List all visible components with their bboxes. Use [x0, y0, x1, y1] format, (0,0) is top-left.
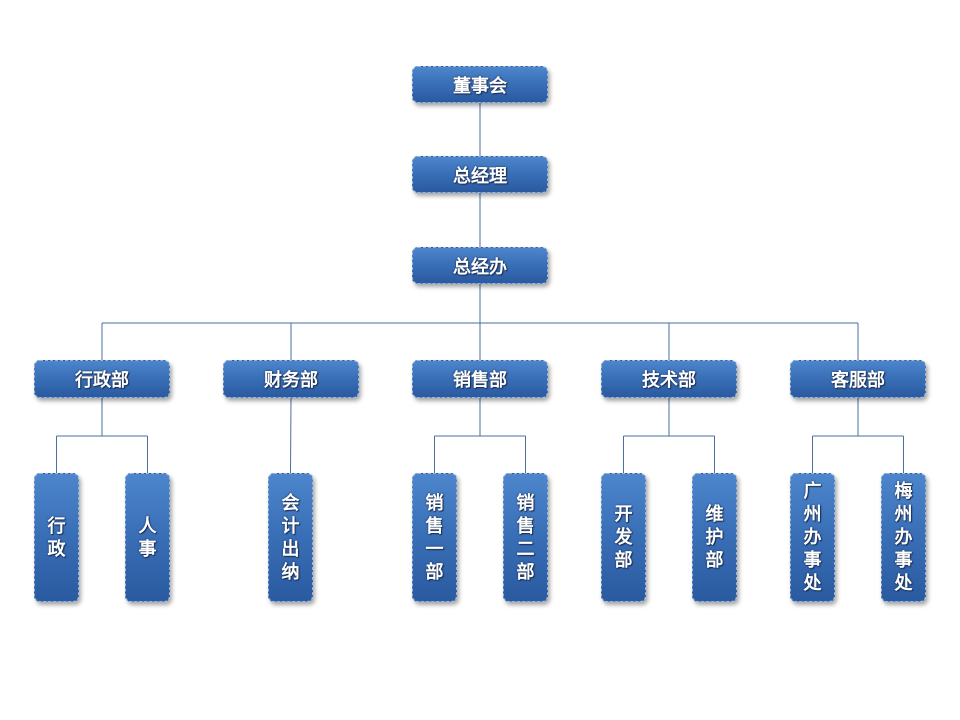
org-node-service[interactable]: 客服部: [790, 360, 926, 398]
org-node-label: 销售部: [453, 370, 507, 391]
org-node-label: 开发部: [614, 504, 633, 571]
org-node-label: 总经理: [453, 165, 507, 187]
org-node-label: 行政: [47, 515, 66, 560]
org-node-label: 维护部: [705, 504, 724, 571]
org-node-label: 梅州办事处: [894, 481, 913, 594]
org-node-tech-dev[interactable]: 开发部: [601, 473, 646, 602]
org-node-finance[interactable]: 财务部: [223, 360, 359, 398]
org-node-label: 销售二部: [516, 492, 535, 583]
org-node-label: 董事会: [453, 75, 507, 97]
org-node-gm[interactable]: 总经理: [412, 156, 548, 193]
org-node-label: 技术部: [642, 370, 696, 391]
org-node-admin-rs[interactable]: 人事: [125, 473, 170, 602]
org-node-svc-gz[interactable]: 广州办事处: [790, 473, 835, 602]
org-node-svc-mz[interactable]: 梅州办事处: [881, 473, 926, 602]
connector-finance-fin-cashier: [290, 397, 292, 474]
org-node-label: 客服部: [831, 370, 885, 391]
org-node-label: 人事: [138, 515, 157, 560]
org-node-sales[interactable]: 销售部: [412, 360, 548, 398]
org-node-label: 广州办事处: [803, 481, 822, 594]
org-node-label: 销售一部: [425, 492, 444, 583]
org-node-board[interactable]: 董事会: [412, 66, 548, 103]
org-node-admin[interactable]: 行政部: [34, 360, 170, 398]
org-node-office[interactable]: 总经办: [412, 247, 548, 284]
org-node-admin-xz[interactable]: 行政: [34, 473, 79, 602]
org-node-sales-2[interactable]: 销售二部: [503, 473, 548, 602]
org-node-label: 总经办: [453, 256, 507, 278]
org-node-label: 财务部: [264, 370, 318, 391]
org-node-sales-1[interactable]: 销售一部: [412, 473, 457, 602]
org-node-label: 行政部: [75, 370, 129, 391]
org-node-label: 会计出纳: [281, 492, 300, 583]
org-node-tech-maint[interactable]: 维护部: [692, 473, 737, 602]
org-node-fin-cashier[interactable]: 会计出纳: [268, 473, 313, 602]
org-node-tech[interactable]: 技术部: [601, 360, 737, 398]
